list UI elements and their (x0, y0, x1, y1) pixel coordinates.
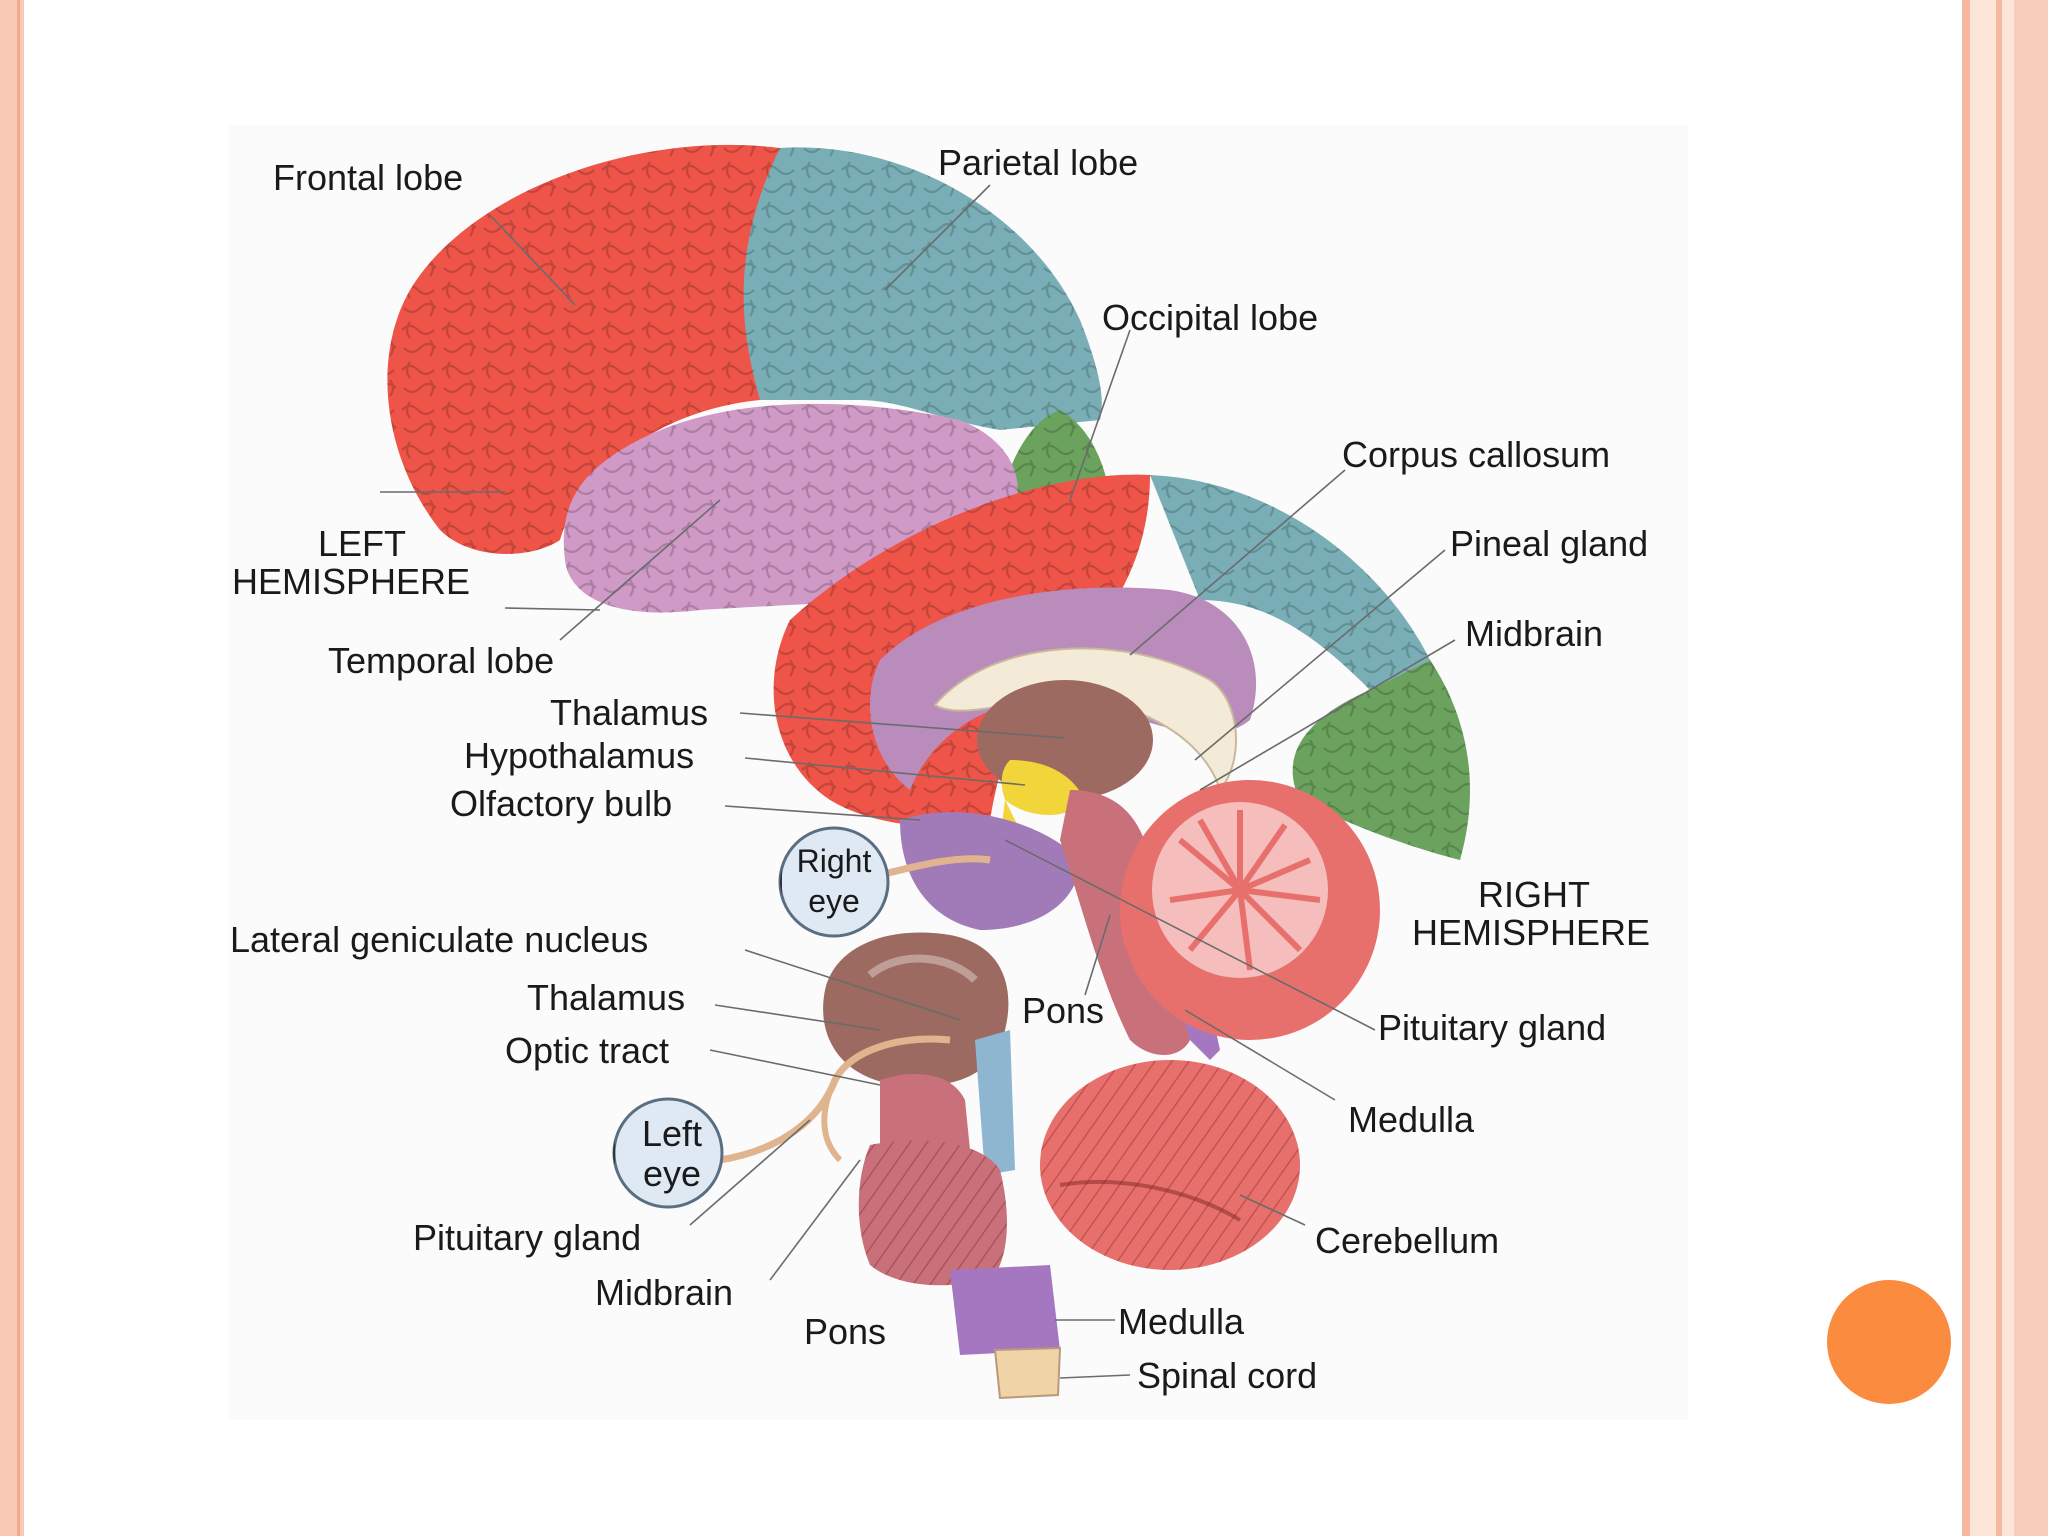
left-hemisphere (387, 144, 1113, 613)
label-temporal-lobe: Temporal lobe (328, 640, 554, 681)
label-pons-bottom: Pons (804, 1311, 886, 1352)
label-pons-mid: Pons (1022, 990, 1104, 1031)
label-corpus-callosum: Corpus callosum (1342, 434, 1610, 475)
label-pineal-gland: Pineal gland (1450, 523, 1648, 564)
label-lateral-geniculate: Lateral geniculate nucleus (230, 919, 648, 960)
label-left-hemisphere-1: LEFT (318, 523, 406, 564)
midbrain-3d (880, 1074, 970, 1158)
labels: Frontal lobe Parietal lobe Occipital lob… (230, 142, 1650, 1396)
left-frame-border (0, 0, 24, 1536)
label-pituitary-right: Pituitary gland (1378, 1007, 1606, 1048)
right-frame-border (1962, 0, 2048, 1536)
temporal-sagittal-region (900, 812, 1080, 930)
blue-structure (975, 1030, 1015, 1175)
label-frontal-lobe: Frontal lobe (273, 157, 463, 198)
label-right-hemisphere-2: HEMISPHERE (1412, 912, 1650, 953)
label-parietal-lobe: Parietal lobe (938, 142, 1138, 183)
label-hypothalamus: Hypothalamus (464, 735, 694, 776)
label-olfactory-bulb: Olfactory bulb (450, 783, 672, 824)
left-eye-label-2: eye (643, 1153, 701, 1194)
medulla-3d (950, 1265, 1060, 1355)
label-thalamus-bottom: Thalamus (527, 977, 685, 1018)
label-occipital-lobe: Occipital lobe (1102, 297, 1318, 338)
label-right-hemisphere-1: RIGHT (1478, 874, 1590, 915)
right-eye-label-2: eye (808, 883, 860, 919)
orange-circle-decoration (1827, 1280, 1951, 1404)
label-thalamus-top: Thalamus (550, 692, 708, 733)
hypothalamus-region (1001, 760, 1085, 815)
label-medulla-bottom: Medulla (1118, 1301, 1245, 1342)
label-spinal-cord: Spinal cord (1137, 1355, 1317, 1396)
label-left-hemisphere-2: HEMISPHERE (232, 561, 470, 602)
left-eye: Left eye (612, 1097, 724, 1209)
spinal-cord-3d (993, 1346, 1062, 1400)
label-medulla-right: Medulla (1348, 1099, 1475, 1140)
right-eye: Right eye (778, 826, 991, 938)
label-midbrain-right: Midbrain (1465, 613, 1603, 654)
label-cerebellum: Cerebellum (1315, 1220, 1499, 1261)
brainstem-lower (719, 932, 1062, 1400)
cerebellum-3d (1040, 1060, 1300, 1270)
label-optic-tract: Optic tract (505, 1030, 669, 1071)
left-eye-label-1: Left (642, 1113, 702, 1154)
label-midbrain-left: Midbrain (595, 1272, 733, 1313)
leader-lines (380, 184, 1456, 1379)
right-eye-label-1: Right (797, 843, 872, 879)
label-pituitary-left: Pituitary gland (413, 1217, 641, 1258)
